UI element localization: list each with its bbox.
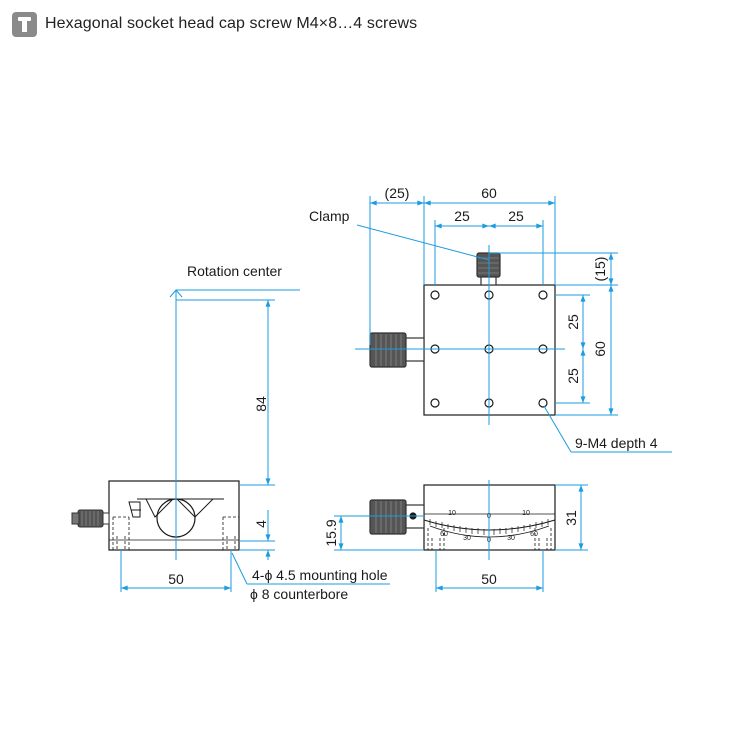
clamp-label: Clamp	[309, 208, 350, 224]
side-knob	[369, 332, 407, 368]
dim-pitch-left: 25	[454, 208, 470, 224]
dim-front-height: 84	[253, 396, 269, 412]
scale-lower-1: 60	[440, 531, 448, 538]
front-view	[71, 480, 240, 551]
dim-pitch-right: 25	[508, 208, 524, 224]
scale-upper-right: 10	[522, 510, 530, 517]
scale-lower-5: 60	[530, 531, 538, 538]
dim-top-overhang: (25)	[385, 185, 410, 201]
graduated-scale	[429, 519, 549, 535]
front-body	[108, 480, 240, 551]
top-view	[369, 252, 556, 416]
front-dims	[120, 289, 390, 592]
dim-clamp-offset: (15)	[592, 257, 608, 282]
rotation-center-label: Rotation center	[187, 263, 282, 279]
dim-side-width: 50	[481, 571, 497, 587]
top-dims	[355, 196, 672, 453]
page-title: Hexagonal socket head cap screw M4×8…4 s…	[45, 15, 418, 32]
side-view-knob	[369, 499, 407, 535]
dim-pitch-upper: 25	[565, 314, 581, 330]
dim-top-height: 60	[592, 341, 608, 357]
scale-lower-2: 30	[463, 535, 471, 542]
screw-icon	[12, 11, 37, 37]
scale-upper-left: 10	[448, 510, 456, 517]
dim-front-base: 4	[253, 520, 269, 528]
dim-front-width: 50	[168, 571, 184, 587]
tapped-holes-label: 9-M4 depth 4	[575, 435, 658, 451]
side-dims	[334, 480, 588, 592]
dim-side-center-height: 15.9	[323, 519, 339, 546]
dim-pitch-lower: 25	[565, 368, 581, 384]
counterbore-label: ϕ 8 counterbore	[250, 586, 348, 602]
dim-top-width: 60	[481, 185, 497, 201]
scale-lower-4: 30	[507, 535, 515, 542]
header: Hexagonal socket head cap screw M4×8…4 s…	[12, 11, 417, 37]
dim-side-height: 31	[563, 510, 579, 526]
mounting-hole-label: 4-ϕ 4.5 mounting hole	[252, 567, 388, 583]
